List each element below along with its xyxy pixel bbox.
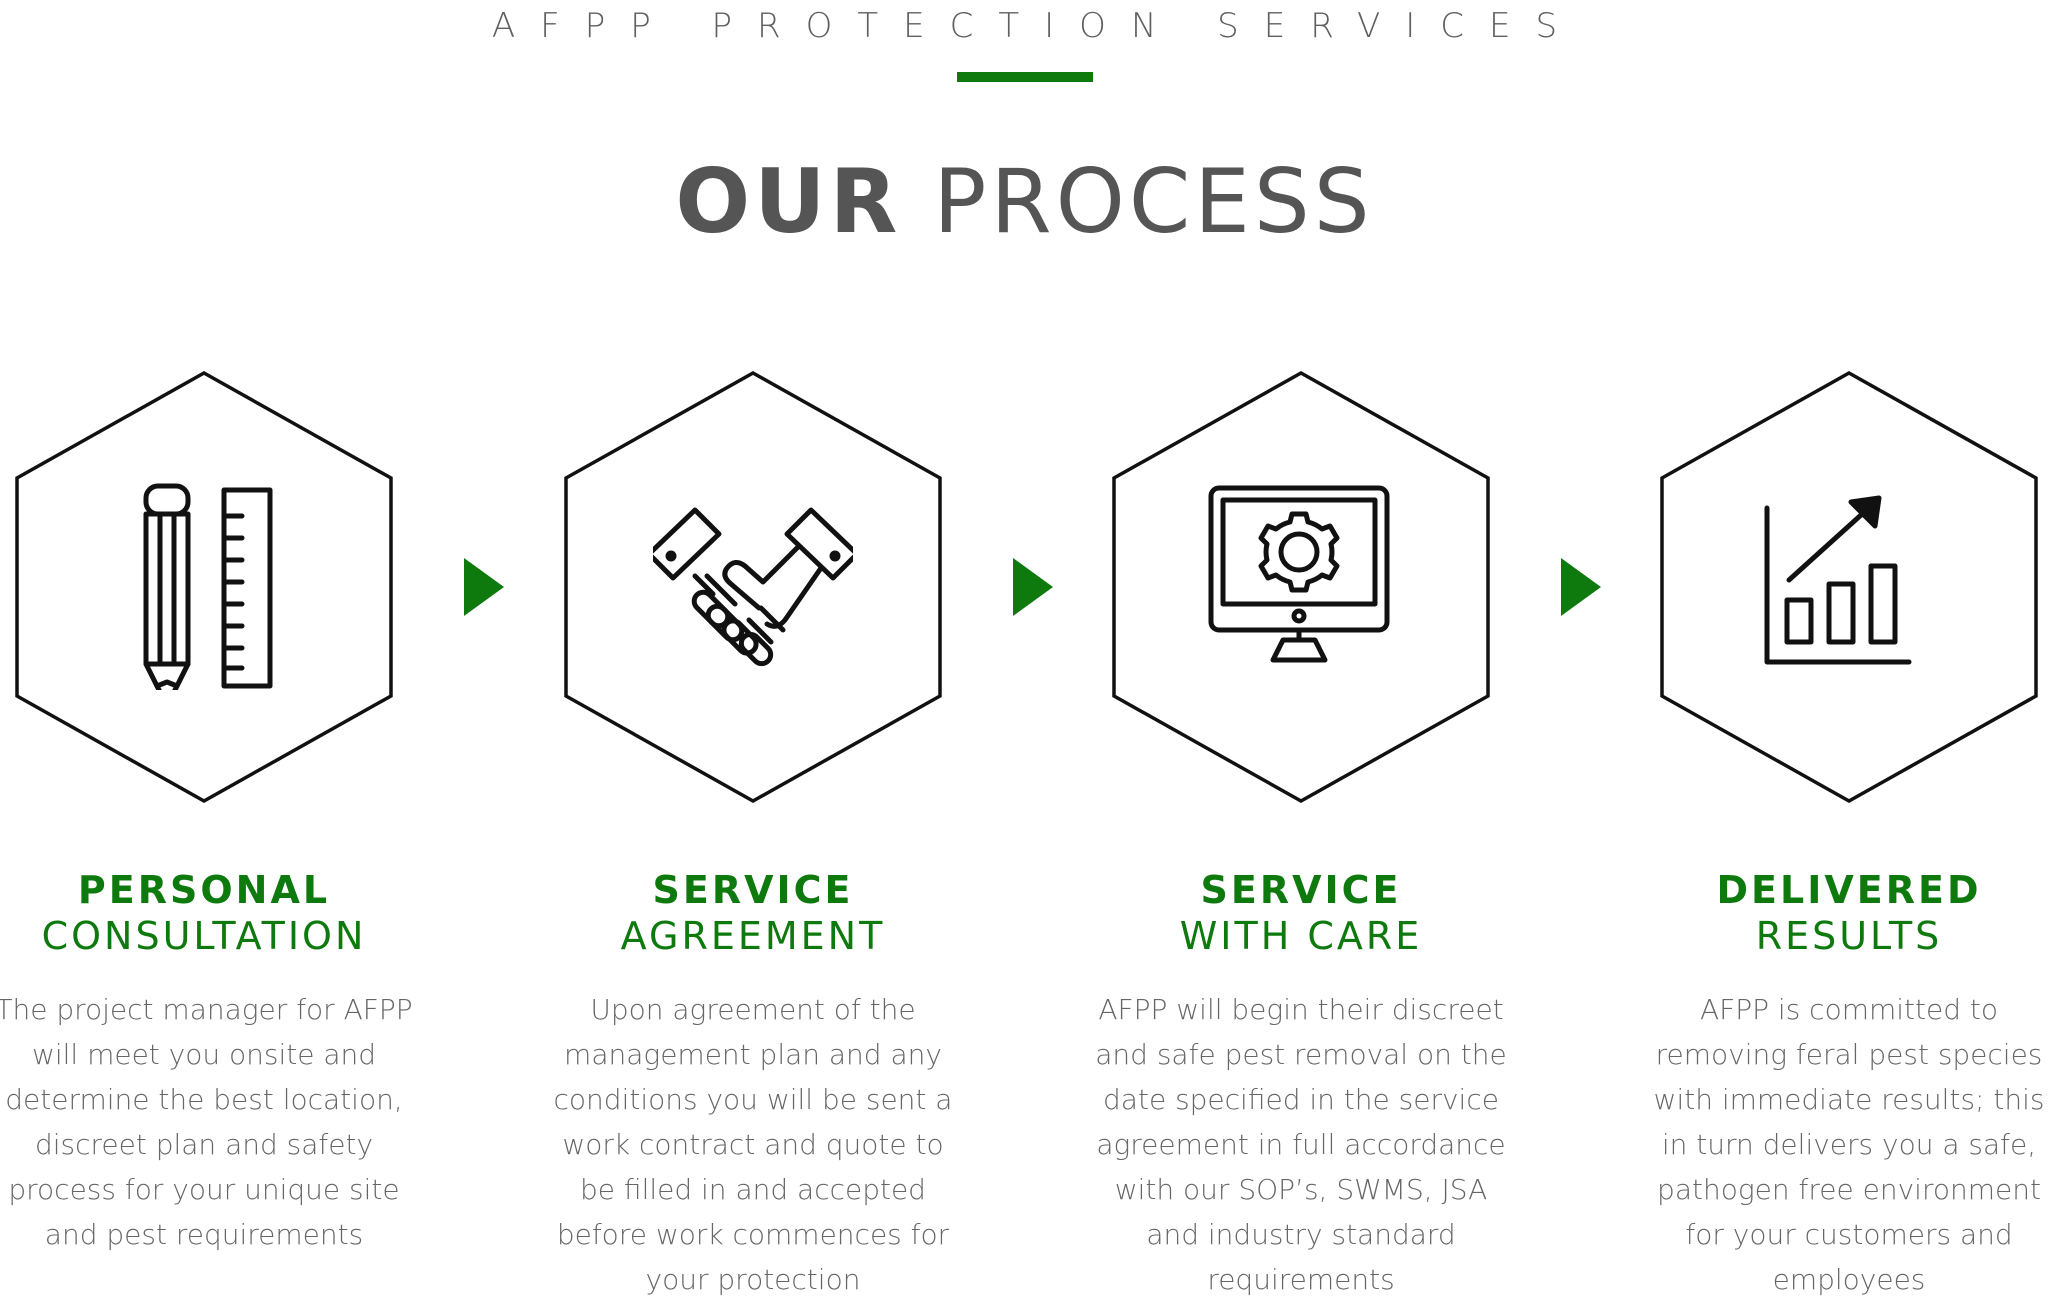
accent-divider: [957, 72, 1093, 82]
page-title-light: PROCESS: [933, 150, 1374, 253]
growth-chart-icon: [1764, 495, 1912, 665]
handshake-icon: [653, 507, 853, 667]
step-title: DELIVERED RESULTS: [1716, 868, 1982, 958]
page-title: OUR PROCESS: [0, 150, 2049, 253]
step-description: AFPP is committed to removing feral pest…: [1653, 993, 2045, 1296]
step-description: AFPP will begin their discreet and safe …: [1095, 993, 1507, 1296]
next-arrow-icon: [1561, 558, 1601, 616]
next-arrow-icon: [464, 558, 504, 616]
section-eyebrow: AFPP PROTECTION SERVICES: [491, 6, 1583, 46]
hexagon-frame: [15, 370, 393, 804]
hexagon-frame: [1660, 370, 2038, 804]
step-title: PERSONAL CONSULTATION: [41, 868, 367, 958]
step-description: The project manager for AFPP will meet y…: [0, 993, 413, 1251]
next-arrow-icon: [1013, 558, 1053, 616]
step-title: SERVICE WITH CARE: [1179, 868, 1423, 958]
hexagon-frame: [564, 370, 942, 804]
monitor-gear-icon: [1208, 485, 1390, 663]
hexagon-frame: [1112, 370, 1490, 804]
page-title-bold: OUR: [675, 150, 902, 253]
step-title: SERVICE AGREEMENT: [620, 868, 886, 958]
step-description: Upon agreement of the management plan an…: [553, 993, 953, 1296]
pencil-ruler-icon: [143, 483, 273, 690]
